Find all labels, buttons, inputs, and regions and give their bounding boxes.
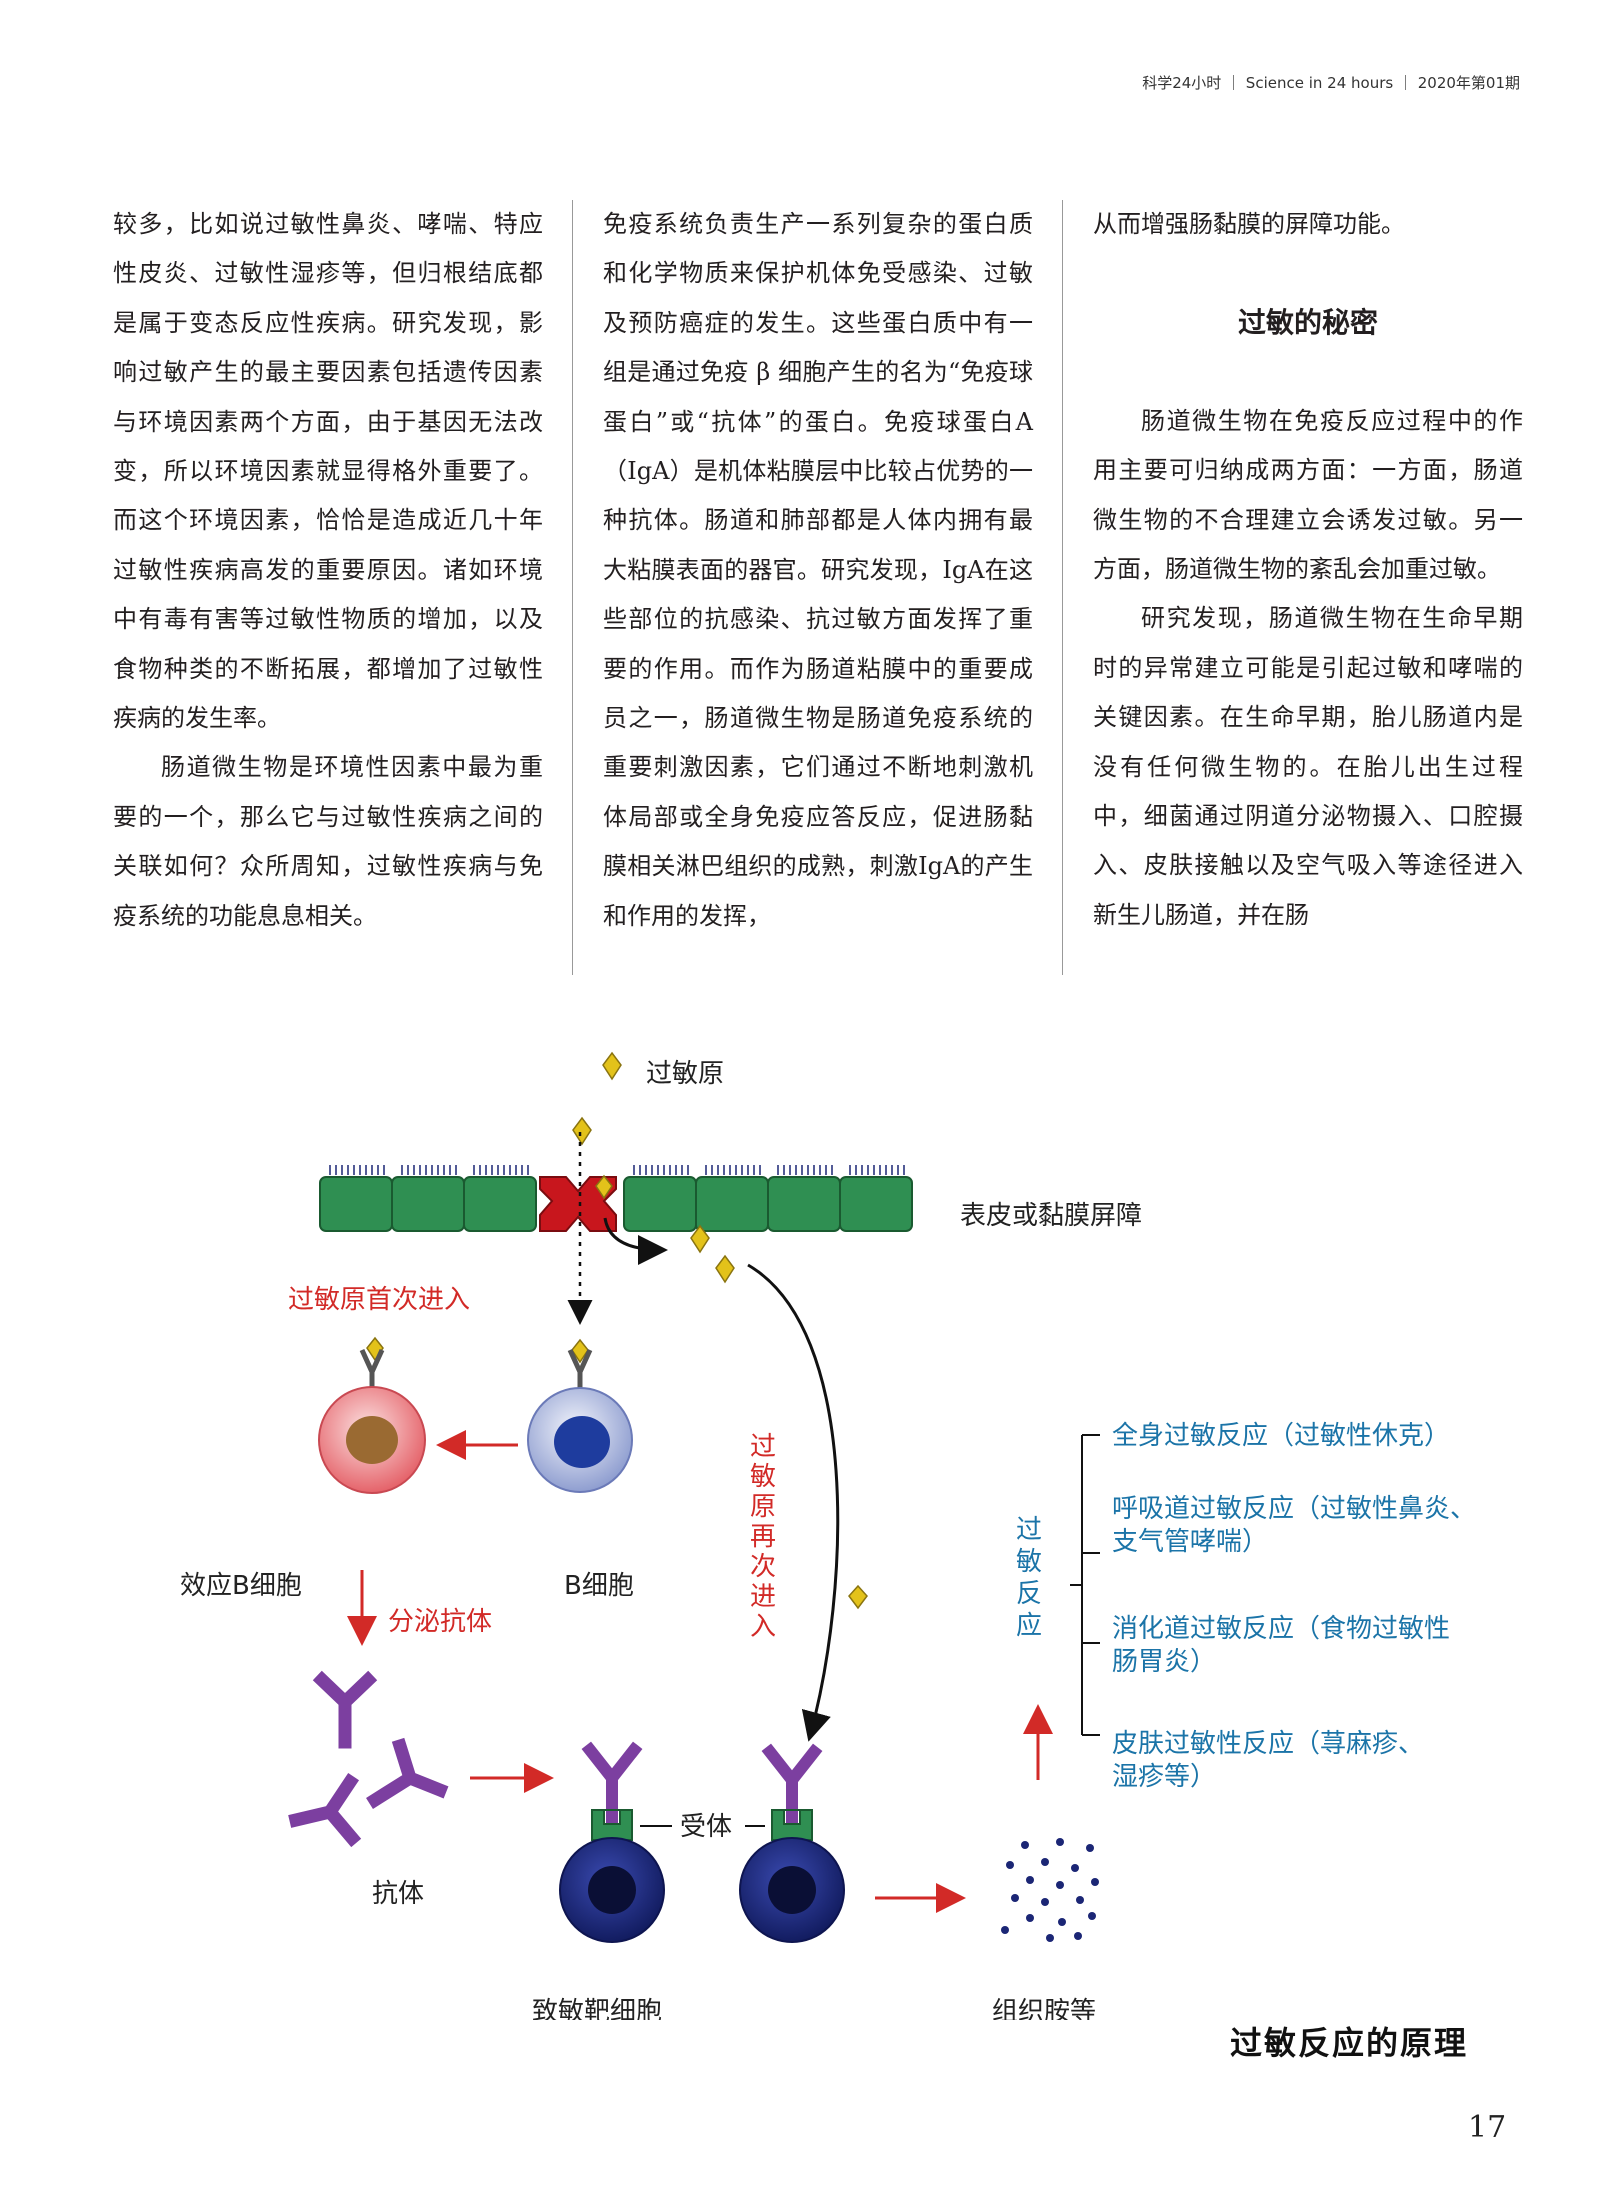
mucosal-barrier: [319, 1165, 913, 1232]
svg-text:原: 原: [750, 1492, 776, 1522]
reaction-bracket: [1070, 1434, 1100, 1736]
svg-text:再: 再: [750, 1522, 776, 1552]
tight-junction-breach: [539, 1176, 617, 1232]
b-cell-label: B细胞: [564, 1571, 634, 1601]
running-header: 科学24小时 ｜ Science in 24 hours ｜ 2020年第01期: [1142, 74, 1520, 92]
svg-text:进: 进: [750, 1582, 776, 1612]
histamine-granules: [1001, 1838, 1099, 1942]
svg-text:过: 过: [750, 1432, 776, 1462]
entry-arrow: [603, 1217, 668, 1265]
svg-text:入: 入: [750, 1612, 776, 1642]
text-column-1: 较多，比如说过敏性鼻炎、哮喘、特应性皮炎、过敏性湿疹等，但归根结底都是属于变态反…: [113, 200, 543, 941]
page-number: 17: [1468, 2110, 1507, 2145]
antibody-label: 抗体: [372, 1879, 424, 1909]
effector-b-cell: [318, 1348, 426, 1494]
target-cell-label: 致敏靶细胞: [532, 1997, 662, 2020]
allergen-icon: [602, 1051, 622, 1081]
secrete-label: 分泌抗体: [388, 1607, 492, 1637]
allergy-mechanism-diagram: 过敏原 表皮或黏膜屏障 过敏原首次进入 B细胞 效应B细胞 分泌抗体 抗体 受体: [180, 1051, 1476, 2020]
paragraph: 较多，比如说过敏性鼻炎、哮喘、特应性皮炎、过敏性湿疹等，但归根结底都是属于变态反…: [113, 210, 543, 733]
first-entry-label: 过敏原首次进入: [288, 1285, 470, 1315]
reaction-digestive: 消化道过敏反应（食物过敏性: [1112, 1614, 1450, 1644]
histamine-label: 组织胺等: [992, 1997, 1096, 2020]
svg-text:反: 反: [1016, 1579, 1042, 1609]
reaction-respiratory: 支气管哮喘）: [1112, 1527, 1268, 1557]
figure-caption: 过敏反应的原理: [1230, 2024, 1469, 2062]
column-divider: [572, 200, 573, 975]
antibody-icon: [288, 1670, 449, 1848]
svg-text:敏: 敏: [1016, 1547, 1042, 1577]
reaction-digestive: 肠胃炎）: [1112, 1647, 1216, 1677]
paragraph: 肠道微生物是环境性因素中最为重要的一个，那么它与过敏性疾病之间的关联如何？众所周…: [113, 753, 543, 930]
allergic-reaction-label: 过 敏 反 应: [1016, 1515, 1042, 1641]
paragraph: 研究发现，肠道微生物在生命早期时的异常建立可能是引起过敏和哮喘的关键因素。在生命…: [1093, 604, 1523, 929]
section-title: 过敏的秘密: [1237, 306, 1378, 340]
allergen-label: 过敏原: [646, 1059, 724, 1089]
reentry-label: 过 敏 原 再 次 进 入: [750, 1432, 776, 1642]
reaction-skin: 皮肤过敏性反应（荨麻疹、: [1112, 1729, 1424, 1759]
reentry-arrow: [747, 1263, 840, 1742]
paragraph: 从而增强肠黏膜的屏障功能。: [1093, 210, 1405, 238]
svg-text:过: 过: [1016, 1515, 1042, 1545]
sensitized-target-cell: [559, 1741, 665, 1943]
receptor-label: 受体: [680, 1812, 732, 1842]
barrier-label: 表皮或黏膜屏障: [960, 1201, 1142, 1231]
paragraph: 肠道微生物在免疫反应过程中的作用主要可归纳成两方面：一方面，肠道微生物的不合理建…: [1093, 406, 1523, 584]
b-cell: [527, 1348, 633, 1493]
text-column-3: 从而增强肠黏膜的屏障功能。 过敏的秘密 肠道微生物在免疫反应过程中的作用主要可归…: [1093, 200, 1523, 940]
column-divider: [1062, 200, 1063, 975]
text-column-2: 免疫系统负责生产一系列复杂的蛋白质和化学物质来保护机体免受感染、过敏及预防癌症的…: [603, 200, 1033, 941]
svg-text:敏: 敏: [750, 1462, 776, 1492]
effector-b-cell-label: 效应B细胞: [180, 1571, 302, 1601]
target-cell-activated: [739, 1743, 845, 1943]
svg-text:次: 次: [750, 1552, 776, 1582]
paragraph: 免疫系统负责生产一系列复杂的蛋白质和化学物质来保护机体免受感染、过敏及预防癌症的…: [603, 210, 1033, 930]
svg-text:应: 应: [1016, 1611, 1042, 1641]
reaction-skin: 湿疹等）: [1112, 1762, 1216, 1792]
reaction-systemic: 全身过敏反应（过敏性休克）: [1112, 1421, 1450, 1451]
reaction-respiratory: 呼吸道过敏反应（过敏性鼻炎、: [1112, 1494, 1476, 1524]
